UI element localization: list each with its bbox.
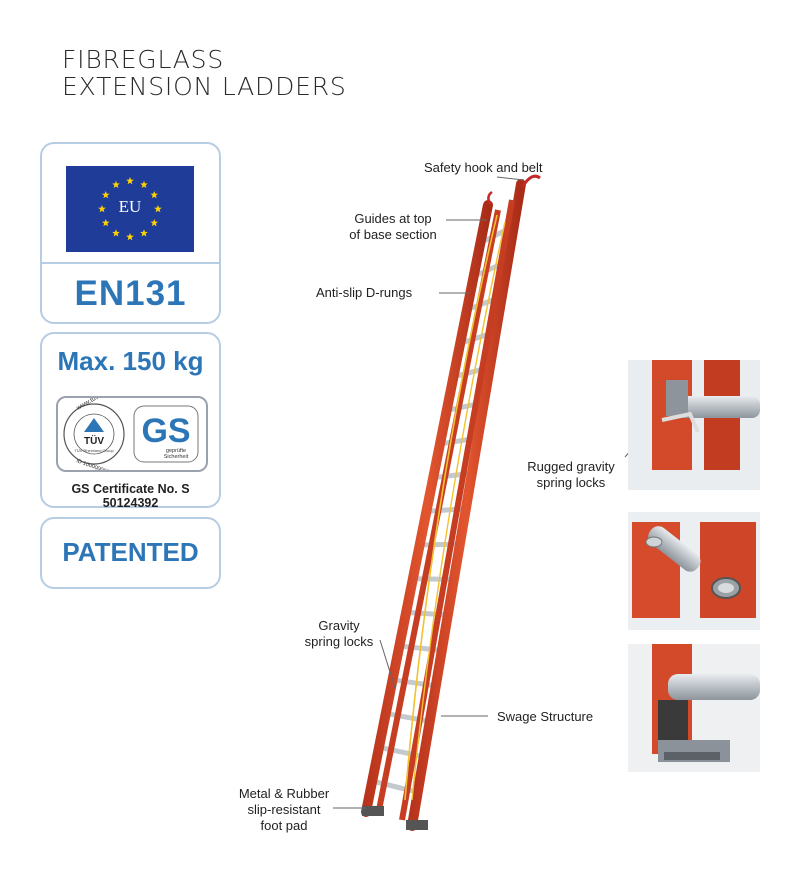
foot-lock-photo-icon bbox=[628, 644, 760, 772]
detail-photo-foot bbox=[628, 644, 760, 772]
leader-gravity bbox=[379, 639, 396, 689]
eu-flag-label: EU bbox=[118, 197, 142, 216]
callout-gravity-line-1: Gravity bbox=[318, 618, 360, 633]
eu-star-icon bbox=[126, 177, 134, 185]
tuv-mark: TÜV bbox=[84, 434, 104, 447]
eu-star-icon bbox=[140, 229, 148, 237]
fly-right-rail bbox=[407, 179, 526, 831]
leader-safety-hook bbox=[496, 176, 525, 181]
left-foot-pad-icon bbox=[362, 806, 384, 816]
patented-badge: PATENTED bbox=[40, 517, 221, 589]
callout-rugged: Rugged gravity spring locks bbox=[518, 459, 624, 491]
base-left-rail bbox=[361, 200, 493, 817]
callout-guides-line-1: Guides at top bbox=[354, 211, 432, 226]
callout-anti-slip-text: Anti-slip D-rungs bbox=[316, 285, 413, 300]
detail-photo-spring-lock bbox=[628, 360, 760, 490]
tuv-small-text: TÜV Rheinland Group bbox=[74, 448, 114, 453]
gs-mark: GS bbox=[141, 412, 190, 450]
title-line-1: FIBREGLASS bbox=[62, 45, 225, 74]
page-title: FIBREGLASS EXTENSION LADDERS bbox=[62, 46, 347, 100]
fly-left-rail bbox=[375, 209, 501, 816]
load-certificate-badge: Max. 150 kg TÜV www.tuv.com TÜV Rheinlan… bbox=[40, 332, 221, 510]
callout-gravity: Gravity spring locks bbox=[296, 618, 382, 650]
callout-foot-pad: Metal & Rubber slip-resistant foot pad bbox=[232, 786, 336, 834]
title-line-2: EXTENSION LADDERS bbox=[62, 72, 347, 101]
spring-lock-photo-icon bbox=[628, 360, 760, 490]
callout-safety-hook: Safety hook and belt bbox=[424, 160, 543, 176]
eu-stars-ring bbox=[98, 177, 162, 241]
callout-gravity-line-2: spring locks bbox=[304, 634, 374, 649]
eu-star-icon bbox=[101, 219, 110, 227]
callout-guides: Guides at top of base section bbox=[338, 211, 448, 243]
max-load-label: Max. 150 kg bbox=[57, 346, 204, 376]
base-right-rail bbox=[399, 199, 515, 821]
eu-star-icon bbox=[154, 205, 162, 213]
callout-rugged-line-2: spring locks bbox=[536, 475, 606, 490]
rope-line-2 bbox=[411, 221, 506, 801]
eu-star-icon bbox=[101, 191, 110, 199]
callout-anti-slip: Anti-slip D-rungs bbox=[316, 285, 412, 301]
gs-caption-2: Sicherheit bbox=[164, 454, 189, 460]
d-rung-photo-icon bbox=[628, 512, 760, 630]
eu-star-icon bbox=[112, 229, 120, 237]
certificate-number: GS Certificate No. S 50124392 bbox=[71, 482, 190, 510]
rope-line-1 bbox=[404, 214, 498, 801]
callout-foot-pad-line-3: foot pad bbox=[260, 818, 308, 833]
right-foot-pad-icon bbox=[406, 820, 428, 830]
eu-star-icon bbox=[112, 180, 120, 188]
eu-star-icon bbox=[150, 219, 159, 227]
callout-guides-line-2: of base section bbox=[349, 227, 437, 242]
gs-caption-1: geprüfte bbox=[166, 448, 186, 454]
patented-label: PATENTED bbox=[62, 537, 199, 567]
standard-label: EN131 bbox=[74, 274, 187, 313]
eu-star-icon bbox=[126, 233, 134, 241]
eu-star-icon bbox=[98, 205, 106, 213]
badge-divider bbox=[42, 262, 219, 264]
callout-swage: Swage Structure bbox=[497, 709, 593, 725]
callout-swage-text: Swage Structure bbox=[497, 709, 594, 724]
eu-star-icon bbox=[140, 180, 148, 188]
safety-hook-icon bbox=[521, 174, 541, 187]
safety-hook-left-icon bbox=[487, 190, 493, 205]
callout-foot-pad-line-1: Metal & Rubber bbox=[238, 786, 330, 801]
callout-foot-pad-line-2: slip-resistant bbox=[247, 802, 321, 817]
callout-rugged-line-1: Rugged gravity bbox=[527, 459, 615, 474]
en131-badge: EU EN131 bbox=[40, 142, 221, 324]
eu-flag-icon: EU bbox=[66, 166, 194, 252]
detail-photo-d-rung bbox=[628, 512, 760, 630]
eu-star-icon bbox=[150, 191, 159, 199]
callout-safety-hook-text: Safety hook and belt bbox=[424, 160, 543, 175]
